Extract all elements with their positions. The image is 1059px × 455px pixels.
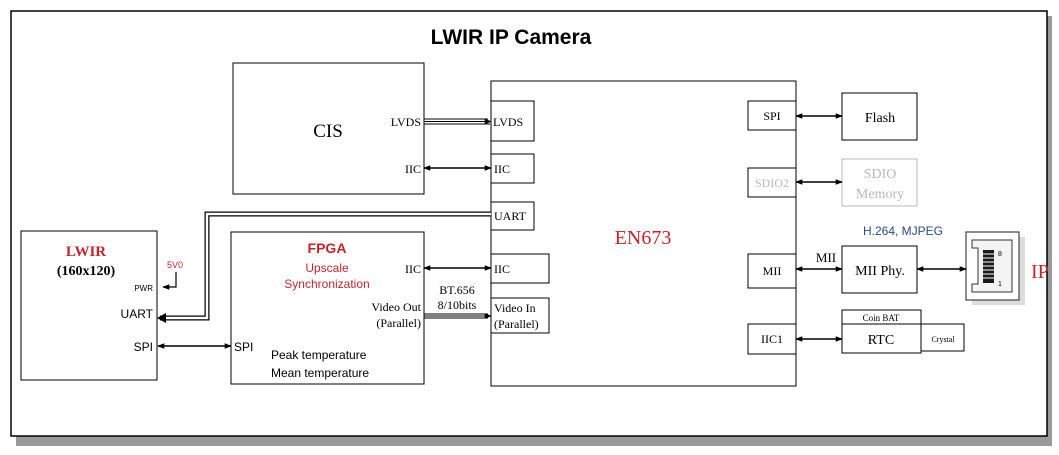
- fpga-port-iic: IIC: [405, 262, 421, 276]
- en673-block: [490, 80, 797, 387]
- ethernet-jack-icon: 8 1: [965, 231, 1025, 305]
- en673-port-iic2-box: IIC: [490, 253, 550, 284]
- en673-port-sdio2: SDIO2: [755, 176, 789, 190]
- fpga-line1: Upscale: [305, 261, 349, 275]
- en673-port-video-in-box: Video In (Parallel): [490, 297, 550, 334]
- fpga-line2: Synchronization: [284, 277, 369, 291]
- lwir-resolution: (160x120): [57, 264, 116, 279]
- lwir-title: LWIR: [66, 244, 106, 260]
- cis-title: CIS: [313, 121, 343, 142]
- en673-video-in-sub: (Parallel): [494, 317, 539, 331]
- coin-bat-label: Coin BAT: [863, 313, 900, 323]
- en673-port-uart: UART: [494, 209, 527, 223]
- rtc-label: RTC: [868, 333, 894, 348]
- lvds-bus: [424, 118, 492, 125]
- jack-pin-1: 1: [998, 281, 1002, 288]
- en673-port-uart-box: UART: [490, 201, 535, 231]
- mii-phy-label: MII Phy.: [855, 264, 905, 279]
- ip-label: IP: [1031, 261, 1049, 283]
- fpga-port-spi: SPI: [234, 340, 253, 354]
- en673-port-iic2: IIC: [494, 262, 510, 276]
- uart-link: [157, 211, 491, 323]
- en673-port-spi: SPI: [763, 109, 780, 123]
- en673-port-spi-box: SPI: [747, 100, 797, 131]
- en673-port-iic-box: IIC: [490, 153, 535, 184]
- en673-port-sdio2-box: SDIO2: [747, 167, 797, 198]
- en673-port-iic1-box: IIC1: [747, 323, 797, 355]
- en673-video-in: Video In: [494, 301, 536, 315]
- flash-block: [841, 92, 918, 141]
- lwir-port-spi: SPI: [134, 340, 153, 354]
- sdio-memory-line2: Memory: [856, 187, 904, 202]
- bus-mii: MII: [816, 250, 836, 265]
- codec-label: H.264, MJPEG: [863, 224, 943, 238]
- cis-port-lvds: LVDS: [391, 115, 421, 129]
- en673-port-lvds: LVDS: [493, 115, 523, 129]
- en673-port-mii-box: MII: [747, 253, 797, 289]
- en673-port-lvds-box: LVDS: [490, 100, 535, 142]
- fpga-video-out: Video Out: [371, 300, 421, 314]
- crystal-label: Crystal: [931, 335, 955, 344]
- flash-label: Flash: [865, 111, 895, 126]
- lwir-port-uart: UART: [121, 307, 154, 321]
- lwir-pwr: PWR: [134, 284, 153, 293]
- en673-port-mii: MII: [763, 264, 782, 278]
- fpga-title: FPGA: [308, 240, 347, 256]
- fpga-note-peak: Peak temperature: [271, 348, 367, 362]
- lwir-voltage: 5V0: [167, 260, 183, 270]
- cis-block: [232, 62, 425, 195]
- power-arrow: [162, 272, 177, 290]
- sdio-memory-block: [841, 158, 918, 207]
- video-link: [424, 313, 492, 319]
- sdio-memory-line1: SDIO: [864, 167, 897, 182]
- en673-port-iic1: IIC1: [761, 332, 783, 346]
- lwir-block: [20, 230, 158, 381]
- crystal-block: [920, 323, 965, 352]
- bus-bt656: BT.656: [439, 283, 474, 297]
- diagram-title: LWIR IP Camera: [431, 26, 592, 49]
- fpga-note-mean: Mean temperature: [271, 366, 369, 380]
- en673-title: EN673: [615, 227, 672, 249]
- bus-bits: 8/10bits: [438, 298, 477, 312]
- jack-pin-8: 8: [998, 251, 1002, 258]
- en673-port-iic: IIC: [494, 162, 510, 176]
- fpga-video-out-sub: (Parallel): [376, 316, 421, 330]
- fpga-block: [230, 231, 425, 385]
- cis-port-iic: IIC: [405, 162, 421, 176]
